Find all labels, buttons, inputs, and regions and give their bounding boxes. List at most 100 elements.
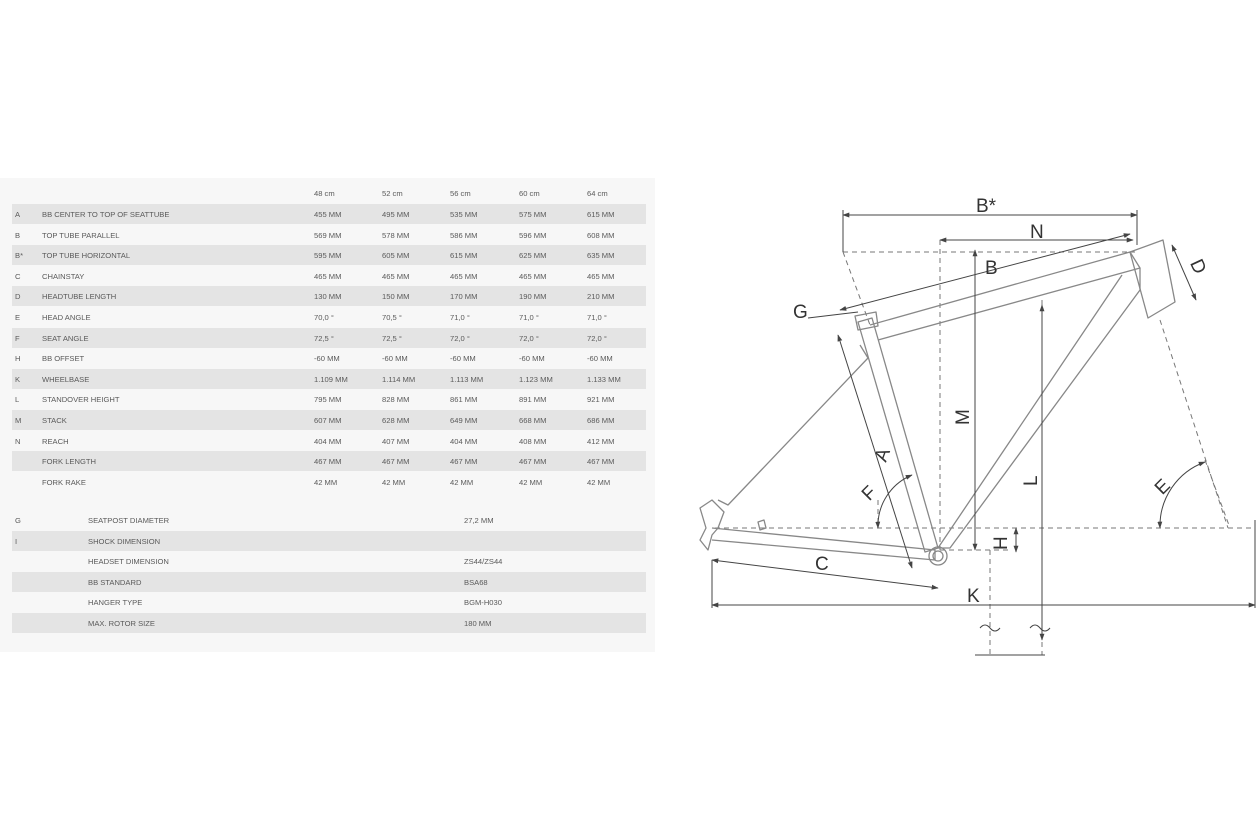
row-label: HEAD ANGLE xyxy=(42,313,91,322)
row-code: D xyxy=(15,292,21,302)
row-value: -60 MM xyxy=(587,354,613,364)
label-e: E xyxy=(1151,475,1175,499)
spec-row: HEADSET DIMENSION ZS44/ZS44 xyxy=(12,551,646,571)
spec-value: BSA68 xyxy=(464,577,488,587)
row-value: 635 MM xyxy=(587,251,615,261)
label-k: K xyxy=(967,586,980,607)
row-value: 42 MM xyxy=(519,477,543,487)
row-value: 404 MM xyxy=(450,436,478,446)
row-value: 72,5 ° xyxy=(314,333,334,343)
row-value: 686 MM xyxy=(587,416,615,425)
spec-row: HANGER TYPE BGM-H030 xyxy=(12,592,646,612)
row-value: 495 MM xyxy=(382,210,410,219)
row-value: 615 MM xyxy=(450,251,478,261)
size-header: 56 cm xyxy=(450,189,471,198)
row-value: 861 MM xyxy=(450,395,478,405)
row-value: 1.133 MM xyxy=(587,374,621,384)
row-value: 170 MM xyxy=(450,292,478,302)
row-value: 649 MM xyxy=(450,416,478,425)
row-value: 795 MM xyxy=(314,395,342,405)
label-b-star: B* xyxy=(976,196,997,217)
row-value: 668 MM xyxy=(519,416,547,425)
spec-value: 27,2 MM xyxy=(464,516,494,525)
row-value: 72,5 ° xyxy=(382,333,402,343)
label-c: C xyxy=(815,554,829,575)
row-value: 404 MM xyxy=(314,436,342,446)
row-label: HEADTUBE LENGTH xyxy=(42,292,117,302)
size-header: 52 cm xyxy=(382,189,403,198)
row-label: TOP TUBE HORIZONTAL xyxy=(42,251,131,261)
row-value: 455 MM xyxy=(314,210,342,219)
row-code: B xyxy=(15,230,21,240)
row-value: 1.123 MM xyxy=(519,374,553,384)
row-value: 1.109 MM xyxy=(314,374,348,384)
spec-label: HEADSET DIMENSION xyxy=(88,557,169,567)
row-value: 628 MM xyxy=(382,416,410,425)
spec-label: SEATPOST DIAMETER xyxy=(88,516,170,525)
row-value: 615 MM xyxy=(587,210,615,219)
table-row: M STACK 607 MM 628 MM 649 MM 668 MM 686 MM xyxy=(12,410,646,430)
spec-value: ZS44/ZS44 xyxy=(464,557,503,567)
spec-value: BGM-H030 xyxy=(464,598,502,608)
spec-label: SHOCK DIMENSION xyxy=(88,536,161,546)
row-value: 71,0 ° xyxy=(519,313,539,322)
row-value: -60 MM xyxy=(519,354,545,364)
row-value: 42 MM xyxy=(382,477,406,487)
row-value: -60 MM xyxy=(450,354,476,364)
row-value: 465 MM xyxy=(587,271,615,281)
row-value: 71,0 ° xyxy=(587,313,607,322)
row-value: 467 MM xyxy=(382,457,410,467)
row-value: 596 MM xyxy=(519,230,547,240)
row-value: 578 MM xyxy=(382,230,410,240)
row-value: 210 MM xyxy=(587,292,615,302)
label-h: H xyxy=(991,536,1012,550)
row-code: L xyxy=(15,395,20,405)
row-value: 535 MM xyxy=(450,210,478,219)
row-value: 42 MM xyxy=(314,477,338,487)
size-header-row: 48 cm 52 cm 56 cm 60 cm 64 cm xyxy=(12,184,646,204)
row-code: M xyxy=(15,416,22,425)
row-code: E xyxy=(15,313,21,322)
row-value: 150 MM xyxy=(382,292,410,302)
row-value: -60 MM xyxy=(314,354,340,364)
label-d: D xyxy=(1185,256,1210,277)
bike-frame xyxy=(699,239,1176,566)
row-value: 467 MM xyxy=(587,457,615,467)
row-value: 607 MM xyxy=(314,416,342,425)
row-label: SEAT ANGLE xyxy=(42,333,89,343)
row-value: 72,0 ° xyxy=(587,333,607,343)
row-label: WHEELBASE xyxy=(42,374,90,384)
spec-value: 180 MM xyxy=(464,619,492,628)
row-label: BB CENTER TO TOP OF SEATTUBE xyxy=(42,210,170,219)
row-label: CHAINSTAY xyxy=(42,271,85,281)
row-value: 465 MM xyxy=(519,271,547,281)
row-value: 891 MM xyxy=(519,395,547,405)
row-value: 605 MM xyxy=(382,251,410,261)
spec-label: MAX. ROTOR SIZE xyxy=(88,619,155,628)
size-header: 64 cm xyxy=(587,189,608,198)
spec-label: HANGER TYPE xyxy=(88,598,143,608)
row-value: 72,0 ° xyxy=(519,333,539,343)
row-value: 71,0 ° xyxy=(450,313,470,322)
row-code: F xyxy=(15,333,20,343)
label-g: G xyxy=(793,302,808,323)
row-value: 70,0 ° xyxy=(314,313,334,322)
size-header: 48 cm xyxy=(314,189,335,198)
row-value: 586 MM xyxy=(450,230,478,240)
row-value: 625 MM xyxy=(519,251,547,261)
row-value: 72,0 ° xyxy=(450,333,470,343)
row-label: STACK xyxy=(42,416,67,425)
row-value: 1.114 MM xyxy=(382,374,416,384)
row-value: 569 MM xyxy=(314,230,342,240)
row-value: -60 MM xyxy=(382,354,408,364)
size-header: 60 cm xyxy=(519,189,540,198)
